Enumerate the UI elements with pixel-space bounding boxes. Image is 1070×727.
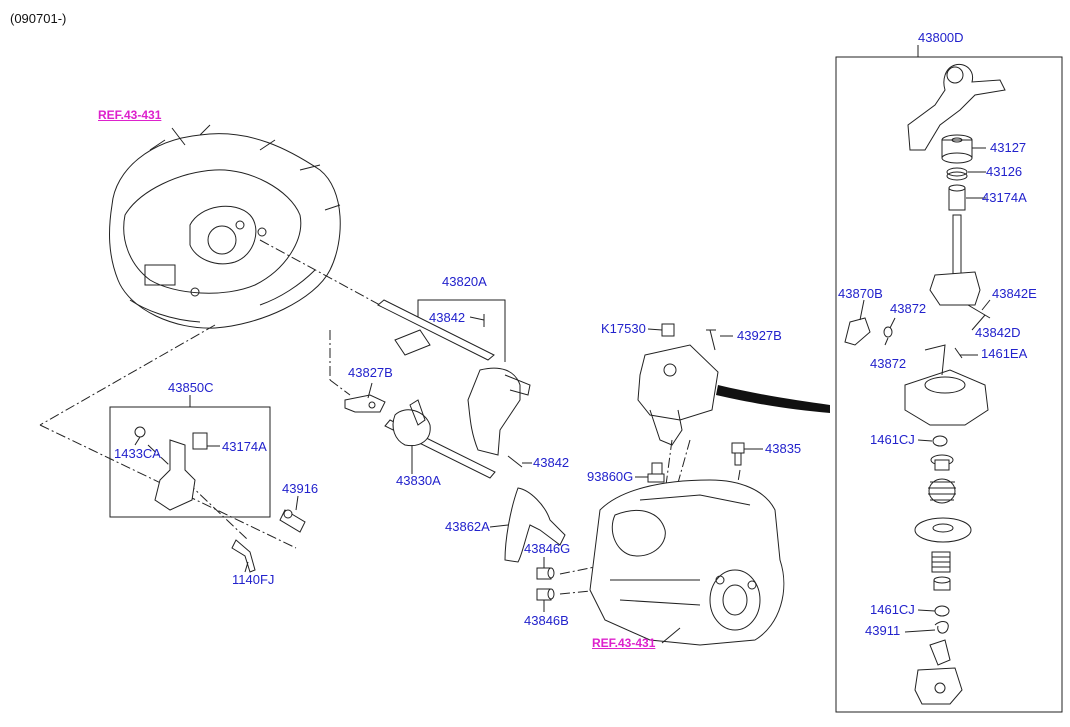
part-label-1433CA[interactable]: 1433CA bbox=[114, 446, 161, 461]
part-label-43846G[interactable]: 43846G bbox=[524, 541, 571, 556]
pin-43842E bbox=[967, 304, 991, 319]
bushing-43127 bbox=[941, 134, 973, 164]
cam-43870B bbox=[844, 317, 871, 346]
transmission-case-left bbox=[109, 124, 341, 329]
lever-lower bbox=[929, 639, 951, 666]
reference-label-upper[interactable]: REF.43-431 bbox=[98, 108, 162, 122]
shift-shaft-43830A bbox=[384, 399, 496, 479]
shift-control-housing bbox=[637, 323, 719, 446]
retainer-lower bbox=[933, 576, 951, 591]
bolt-1140FJ bbox=[231, 539, 256, 573]
bushing-43846G bbox=[536, 567, 555, 580]
group-frame-43800D bbox=[835, 56, 1063, 713]
part-label-43862A[interactable]: 43862A bbox=[445, 519, 490, 534]
circlip-1461CJ-lower bbox=[934, 605, 950, 617]
pin-43842-lower bbox=[507, 455, 523, 468]
part-label-43842-upper[interactable]: 43842 bbox=[429, 310, 466, 325]
part-label-1461CJ-lower[interactable]: 1461CJ bbox=[870, 602, 915, 617]
ring-43872 bbox=[883, 326, 893, 338]
part-label-93860G[interactable]: 93860G bbox=[587, 469, 634, 484]
transmission-case-right bbox=[589, 479, 785, 646]
shift-fork-43862A bbox=[504, 487, 566, 563]
part-label-43126[interactable]: 43126 bbox=[986, 164, 1023, 179]
part-label-43800D[interactable]: 43800D bbox=[918, 30, 964, 45]
bracket-43820A bbox=[417, 299, 506, 362]
part-label-43850C[interactable]: 43850C bbox=[168, 380, 214, 395]
seal-43126 bbox=[946, 167, 968, 181]
callout-wedge bbox=[716, 385, 830, 413]
shift-rail-43820A bbox=[377, 299, 531, 456]
part-label-43870B[interactable]: 43870B bbox=[838, 286, 883, 301]
part-label-43872-lower[interactable]: 43872 bbox=[870, 356, 907, 371]
part-label-1461CJ-upper[interactable]: 1461CJ bbox=[870, 432, 915, 447]
plate bbox=[914, 517, 972, 543]
part-label-43830A[interactable]: 43830A bbox=[396, 473, 441, 488]
bolt-43916 bbox=[279, 509, 306, 533]
bracket-lower bbox=[914, 667, 963, 705]
lever-assembly-43850C bbox=[134, 426, 208, 511]
bushing-43174A-right bbox=[948, 184, 966, 211]
switch-93860G bbox=[647, 462, 665, 483]
shaft-assembly bbox=[929, 214, 981, 306]
part-label-43911[interactable]: 43911 bbox=[865, 623, 901, 638]
spring-43911 bbox=[934, 621, 949, 634]
part-label-43842E[interactable]: 43842E bbox=[992, 286, 1037, 301]
circlip-1461CJ-upper bbox=[932, 435, 948, 447]
bushing-43846B bbox=[536, 588, 555, 601]
plug-43835 bbox=[731, 442, 745, 466]
part-label-43174A-right[interactable]: 43174A bbox=[982, 190, 1027, 205]
part-label-43820A[interactable]: 43820A bbox=[442, 274, 487, 289]
spring-upper bbox=[928, 478, 956, 504]
bracket-43827B bbox=[344, 394, 386, 413]
label-leaders bbox=[134, 127, 991, 644]
part-label-1140FJ[interactable]: 1140FJ bbox=[232, 572, 275, 587]
part-label-1461EA[interactable]: 1461EA bbox=[981, 346, 1028, 361]
part-label-43827B[interactable]: 43827B bbox=[348, 365, 393, 380]
part-label-43127[interactable]: 43127 bbox=[990, 140, 1027, 155]
part-label-K17530[interactable]: K17530 bbox=[601, 321, 646, 336]
pin-1461EA bbox=[954, 347, 963, 359]
spring-lower bbox=[931, 551, 951, 573]
part-label-43846B[interactable]: 43846B bbox=[524, 613, 569, 628]
diagram-header: (090701-) bbox=[10, 11, 67, 26]
part-label-43842-lower[interactable]: 43842 bbox=[533, 455, 570, 470]
part-label-43842D[interactable]: 43842D bbox=[975, 325, 1021, 340]
lever-43800D bbox=[907, 63, 1006, 151]
part-label-43916[interactable]: 43916 bbox=[282, 481, 319, 496]
part-label-43872-upper[interactable]: 43872 bbox=[890, 301, 927, 316]
retainer bbox=[930, 454, 954, 471]
part-label-43174A-left[interactable]: 43174A bbox=[222, 439, 267, 454]
part-label-43927B[interactable]: 43927B bbox=[737, 328, 782, 343]
part-label-43835[interactable]: 43835 bbox=[765, 441, 802, 456]
cover-housing bbox=[904, 344, 989, 426]
reference-label-lower[interactable]: REF.43-431 bbox=[592, 636, 656, 650]
